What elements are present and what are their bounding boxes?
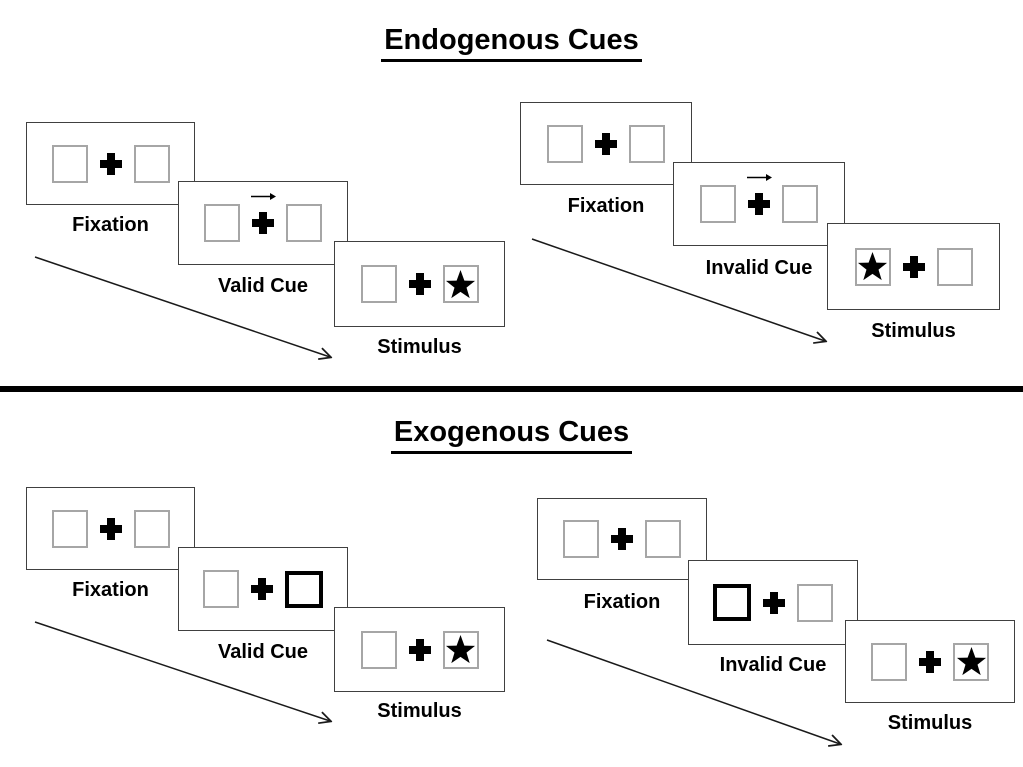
cue-card [688,560,858,645]
placeholder-square-right [797,583,833,622]
cue-right-arrow-icon [747,174,772,181]
star-square-right [442,265,479,303]
sequence-arrow [531,238,835,346]
stimulus-label: Stimulus [887,712,973,734]
fixation-cross-icon [251,193,276,234]
placeholder-square-left [203,570,239,608]
fixation-cross-icon [251,578,273,600]
sequence-arrow [34,256,340,364]
cue-card [673,162,845,246]
section-divider [0,386,1023,392]
star-icon [956,646,986,676]
stimulus-label: Stimulus [871,320,956,342]
bold-cue-square-right [285,570,323,608]
fixation-cross-icon [747,174,772,215]
placeholder-square-left [51,509,88,548]
fixation-card [537,498,707,580]
placeholder-square-left [700,185,736,223]
fixation-label: Fixation [72,214,149,236]
cue-label: Valid Cue [217,641,309,663]
fixation-cross-icon [99,152,122,175]
fixation-cross-icon [99,517,122,540]
placeholder-square-left [547,124,583,163]
cue-label: Invalid Cue [705,257,813,279]
placeholder-square-right [133,144,170,183]
section-title-endogenous-text: Endogenous Cues [381,24,642,62]
fixation-card [26,487,195,570]
placeholder-square-left [204,204,240,242]
section-title-exogenous: Exogenous Cues [0,416,1023,454]
fixation-cross-icon [763,591,785,614]
placeholder-square-right [782,185,818,223]
star-icon [857,251,888,281]
placeholder-square-right [645,520,681,558]
fixation-card [26,122,195,205]
fixation-cross-icon [611,528,633,550]
star-square-right [953,642,989,681]
stimulus-card [334,607,505,692]
placeholder-square-left [360,265,397,303]
fixation-cross-icon [408,638,431,661]
fixation-cross-icon [595,132,617,155]
cue-label: Invalid Cue [719,654,827,676]
placeholder-square-right [936,247,973,286]
placeholder-square-right [286,204,322,242]
bold-cue-square-left [713,584,751,621]
star-square-right [442,630,479,669]
stimulus-card [827,223,1000,310]
stimulus-card [334,241,505,327]
fixation-label: Fixation [583,591,661,613]
stimulus-label: Stimulus [377,336,462,358]
fixation-cross-icon [408,273,431,295]
stimulus-card [845,620,1015,703]
sequence-arrow [34,621,340,727]
stimulus-label: Stimulus [377,700,462,722]
cue-right-arrow-icon [251,193,276,200]
fixation-cross-icon [919,650,941,673]
placeholder-square-right [133,509,170,548]
section-title-endogenous: Endogenous Cues [0,24,1023,62]
fixation-card [520,102,692,185]
fixation-label: Fixation [72,579,149,601]
star-square-left [854,247,891,286]
placeholder-square-left [360,630,397,669]
placeholder-square-left [563,520,599,558]
section-title-exogenous-text: Exogenous Cues [390,416,633,454]
cue-label: Valid Cue [217,275,309,297]
fixation-cross-icon [902,255,925,278]
placeholder-square-right [629,124,665,163]
sequence-arrow [546,639,850,749]
fixation-label: Fixation [567,195,645,217]
star-icon [445,634,476,664]
star-icon [445,269,476,298]
placeholder-square-left [51,144,88,183]
cue-card [178,547,348,631]
placeholder-square-left [871,642,907,681]
cue-card [178,181,348,265]
